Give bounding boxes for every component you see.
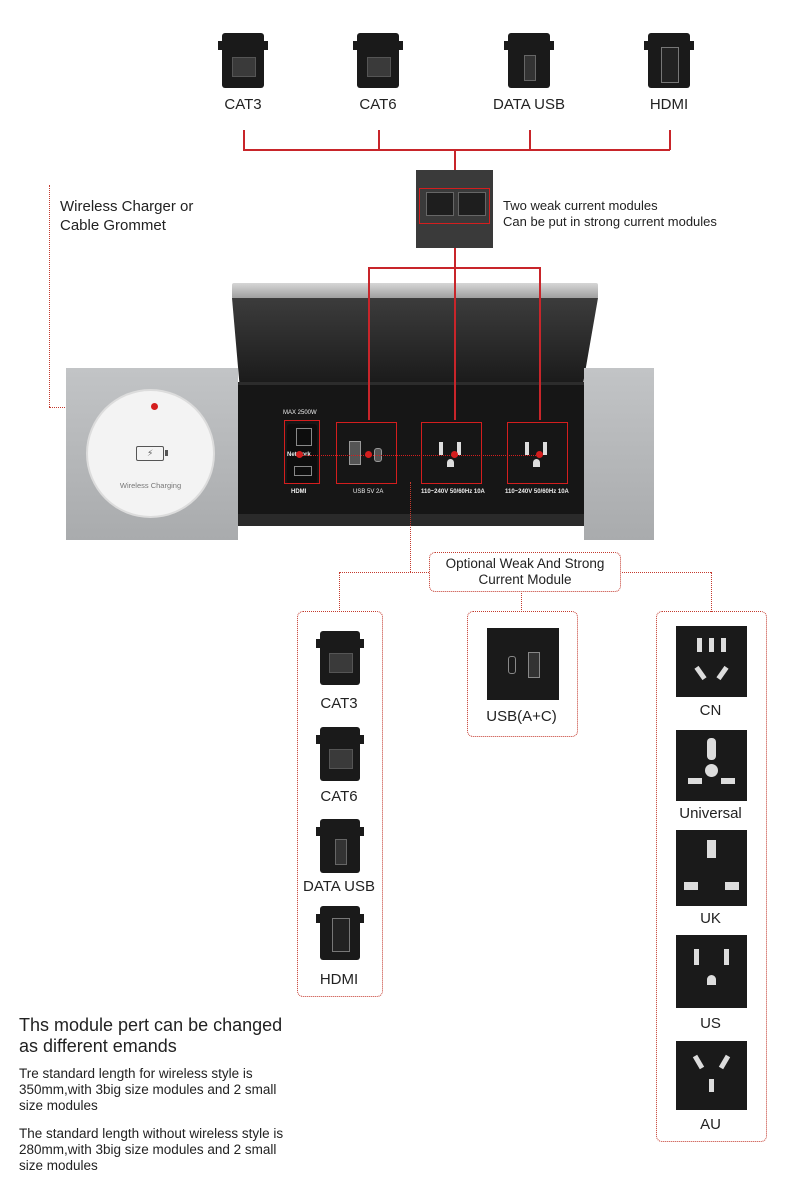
optional-label-line1: Optional Weak And Strong bbox=[445, 556, 605, 571]
connector-line bbox=[378, 130, 380, 150]
outlet-1-face bbox=[432, 436, 470, 472]
wireless-charger-pad: ⚡ Wireless Charging bbox=[88, 391, 213, 516]
connector-line bbox=[368, 267, 370, 420]
outlet-2-rating: 110~240V 50/60Hz 10A bbox=[505, 489, 569, 495]
outlet-2-face bbox=[518, 436, 556, 472]
paragraph1-line2: 350mm,with 3big size modules and 2 small bbox=[19, 1082, 277, 1097]
option-cat6-label: CAT6 bbox=[320, 788, 358, 805]
cn-label: CN bbox=[699, 702, 722, 719]
paragraph1-line3: size modules bbox=[19, 1098, 98, 1113]
option-cat3-label: CAT3 bbox=[320, 695, 358, 712]
usb-ac-module bbox=[487, 628, 559, 700]
wireless-pointer-dot bbox=[151, 403, 158, 410]
top-hdmi-module bbox=[644, 33, 694, 88]
top-label-data-usb: DATA USB bbox=[493, 96, 565, 113]
wireless-charging-text: Wireless Charging bbox=[119, 481, 182, 490]
option-hdmi-module bbox=[316, 906, 364, 960]
panel-dotted-line bbox=[300, 455, 540, 456]
connector-line bbox=[454, 248, 456, 420]
top-label-hdmi: HDMI bbox=[649, 96, 689, 113]
option-cat3-module bbox=[316, 631, 364, 685]
weak-current-options-box bbox=[297, 611, 383, 997]
wireless-label-line2: Cable Grommet bbox=[60, 217, 166, 234]
hdmi-panel-label: HDMI bbox=[291, 489, 307, 495]
usb-c-icon bbox=[508, 656, 516, 674]
battery-icon: ⚡ bbox=[136, 446, 168, 461]
branch-line bbox=[711, 572, 712, 612]
universal-socket bbox=[676, 730, 747, 801]
weak-modules-highlight bbox=[419, 188, 490, 224]
top-cat3-module bbox=[218, 33, 268, 88]
option-data-usb-module bbox=[316, 819, 364, 873]
uk-socket bbox=[676, 830, 747, 906]
branch-line bbox=[339, 572, 340, 612]
us-label: US bbox=[700, 1015, 721, 1032]
option-data-usb-label: DATA USB bbox=[303, 878, 375, 895]
connector-line bbox=[539, 267, 541, 420]
option-cat6-module bbox=[316, 727, 364, 781]
weak-modules-note-line2: Can be put in strong current modules bbox=[503, 214, 717, 229]
panel-dot bbox=[365, 451, 372, 458]
outlet-1-highlight bbox=[421, 422, 482, 484]
top-data-usb-module bbox=[504, 33, 554, 88]
usb-option-box bbox=[467, 611, 578, 737]
network-highlight bbox=[284, 420, 320, 484]
usb-rating-label: USB 5V 2A bbox=[353, 489, 384, 495]
right-panel-wing bbox=[584, 368, 654, 540]
connector-line bbox=[243, 149, 670, 151]
au-label: AU bbox=[700, 1116, 721, 1133]
au-socket bbox=[676, 1041, 747, 1110]
option-hdmi-label: HDMI bbox=[319, 971, 359, 988]
paragraph1-line1: Tre standard length for wireless style i… bbox=[19, 1066, 253, 1081]
uk-label: UK bbox=[700, 910, 721, 927]
outlet-1-rating: 110~240V 50/60Hz 10A bbox=[421, 489, 485, 495]
branch-line bbox=[521, 590, 522, 612]
universal-label: Universal bbox=[679, 805, 742, 822]
connector-line bbox=[454, 149, 456, 171]
panel-bottom-lip bbox=[238, 514, 584, 526]
cn-socket bbox=[676, 626, 747, 697]
optional-module-label-box: Optional Weak And Strong Current Module bbox=[429, 552, 621, 592]
top-label-cat3: CAT3 bbox=[224, 96, 262, 113]
branch-line bbox=[339, 572, 429, 573]
wireless-label-line1: Wireless Charger or bbox=[60, 198, 194, 215]
branch-line bbox=[619, 572, 711, 573]
panel-dot bbox=[451, 451, 458, 458]
top-cat6-module bbox=[353, 33, 403, 88]
weak-modules-note-line1: Two weak current modules bbox=[503, 198, 658, 213]
connector-line bbox=[529, 130, 531, 150]
panel-dot bbox=[536, 451, 543, 458]
us-socket bbox=[676, 935, 747, 1008]
usb-ac-label: USB(A+C) bbox=[486, 708, 557, 725]
panel-dotted-line bbox=[410, 482, 411, 572]
usb-a-port bbox=[349, 441, 361, 465]
usb-module-highlight bbox=[336, 422, 397, 484]
top-label-cat6: CAT6 bbox=[359, 96, 397, 113]
heading-line2: as different emands bbox=[19, 1036, 177, 1056]
connector-line bbox=[669, 130, 671, 150]
paragraph2-line3: size modules bbox=[19, 1158, 98, 1173]
lid-top-edge bbox=[232, 283, 598, 299]
connector-line bbox=[243, 130, 245, 150]
wireless-pointer-line bbox=[49, 185, 50, 407]
heading-line1: Ths module pert can be changed bbox=[19, 1015, 283, 1035]
usb-a-icon bbox=[528, 652, 540, 678]
optional-label-line2: Current Module bbox=[478, 572, 572, 587]
strong-current-options-box bbox=[656, 611, 767, 1142]
lid bbox=[232, 298, 598, 382]
paragraph2-line1: The standard length without wireless sty… bbox=[19, 1126, 284, 1141]
max-power-label: MAX 2500W bbox=[283, 410, 317, 416]
weak-current-modules-block bbox=[416, 170, 493, 248]
paragraph2-line2: 280mm,with 3big size modules and 2 small bbox=[19, 1142, 277, 1157]
outlet-2-highlight bbox=[507, 422, 568, 484]
panel-dot bbox=[296, 451, 303, 458]
